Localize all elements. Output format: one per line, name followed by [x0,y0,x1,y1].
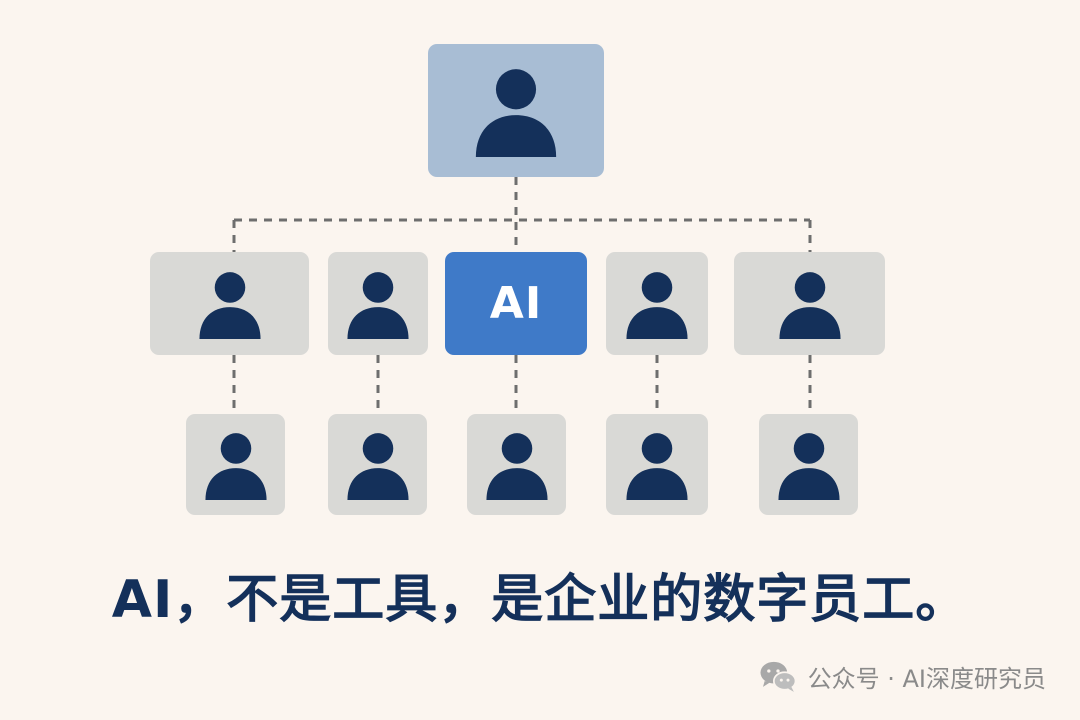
middle-node-2 [328,252,428,355]
person-icon [626,432,688,500]
ai-label: AI [489,278,543,329]
person-icon [626,271,688,339]
middle-node-4 [606,252,708,355]
footer-watermark: 公众号 · AI深度研究员 [758,656,1046,696]
person-icon [777,432,840,500]
footer-text: 公众号 · AI深度研究员 [807,664,1046,693]
person-icon [204,432,267,500]
wechat-icon [760,661,796,692]
person-icon [485,432,548,500]
bottom-node-4 [606,414,708,515]
person-icon [778,271,841,339]
person-icon [198,271,261,339]
bottom-node-2 [328,414,427,515]
person-icon [346,432,409,500]
caption-text: AI，不是工具，是企业的数字员工。 [111,570,969,630]
middle-node-1 [150,252,309,355]
bottom-node-1 [186,414,285,515]
bottom-node-3 [467,414,566,515]
middle-node-5 [734,252,885,355]
ai-node: AI [445,252,587,355]
bottom-node-5 [759,414,858,515]
root-node [428,44,604,177]
person-icon [475,68,557,157]
person-icon [347,271,409,339]
